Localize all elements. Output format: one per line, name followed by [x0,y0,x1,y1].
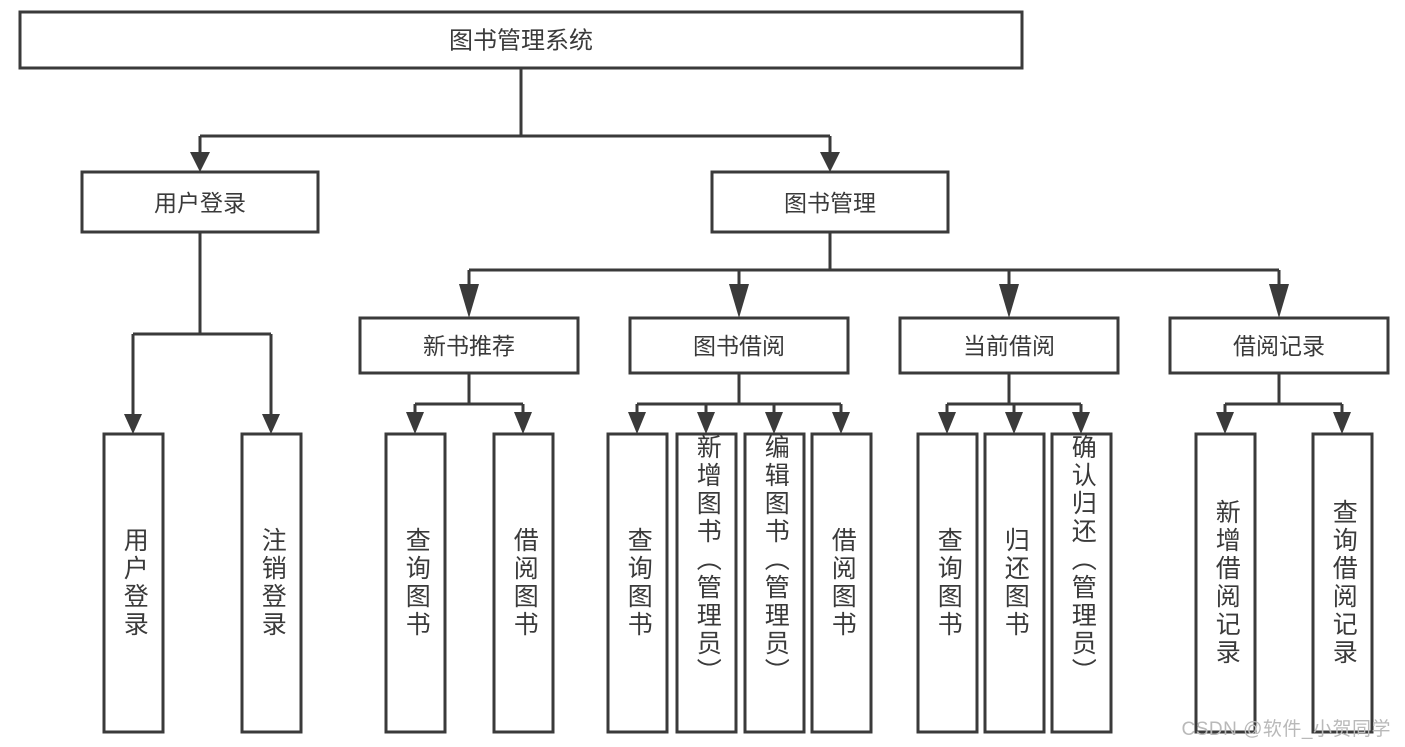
node-current-borrow-box[interactable] [898,316,1120,375]
arrow-l2-1 [459,284,479,318]
node-new-book-box[interactable] [358,316,580,375]
leaf-box-new-book-1[interactable] [384,432,447,734]
leaf-box-user-login-2[interactable] [240,432,303,734]
arrow-bb-4 [832,412,850,434]
node-root-label: 图书管理系统 [449,28,593,55]
node-root-box[interactable] [18,10,1024,70]
connector-group-user-login [124,232,280,434]
arrow-bb-3 [765,412,783,434]
arrow-l2-3 [999,284,1019,318]
node-book-manage-label: 图书管理 [784,190,876,216]
leaf-box-current-borrow-1[interactable] [916,432,979,734]
arrow-br-1 [1216,412,1234,434]
arrow-cb-1 [938,412,956,434]
arrow-book-manage [820,152,840,172]
node-user-login-label: 用户登录 [154,190,246,216]
leaf-box-book-borrow-4[interactable] [810,432,873,734]
node-borrow-record-label: 借阅记录 [1233,333,1325,359]
node-book-manage-box[interactable] [710,170,950,234]
csdn-watermark: CSDN @软件_小贺同学 [1181,719,1391,740]
arrow-ul-1 [124,414,142,434]
node-user-login-box[interactable] [80,170,320,234]
node-book-borrow-box[interactable] [628,316,850,375]
arrow-br-2 [1333,412,1351,434]
leaf-box-book-borrow-3[interactable] [743,432,806,734]
leaf-box-book-borrow-1[interactable] [606,432,669,734]
arrow-ul-2 [262,414,280,434]
leaf-box-borrow-record-1[interactable] [1194,432,1257,734]
node-borrow-record-box[interactable] [1168,316,1390,375]
connector-group-current-borrow [938,373,1090,434]
leaf-box-book-borrow-2[interactable] [675,432,738,734]
connector-group-book-manage [459,232,1289,318]
connector-group-borrow-record [1216,373,1351,434]
leaf-box-new-book-2[interactable] [492,432,555,734]
node-current-borrow-label: 当前借阅 [963,333,1055,359]
leaf-box-user-login-1[interactable] [102,432,165,734]
node-new-book-label: 新书推荐 [423,333,515,359]
arrow-cb-2 [1005,412,1023,434]
arrow-l2-4 [1269,284,1289,318]
leaf-box-current-borrow-3[interactable] [1050,432,1113,734]
node-book-borrow-label: 图书借阅 [693,333,785,359]
connector-group-book-borrow [628,373,850,434]
arrow-l2-2 [729,284,749,318]
arrow-user-login [190,152,210,172]
arrow-bb-2 [697,412,715,434]
connector-group-new-book [406,373,532,434]
arrow-cb-3 [1072,412,1090,434]
leaf-box-borrow-record-2[interactable] [1311,432,1374,734]
arrow-bb-1 [628,412,646,434]
arrow-nb-2 [514,412,532,434]
connector-group-root [190,68,840,172]
leaf-box-current-borrow-2[interactable] [983,432,1046,734]
arrow-nb-1 [406,412,424,434]
